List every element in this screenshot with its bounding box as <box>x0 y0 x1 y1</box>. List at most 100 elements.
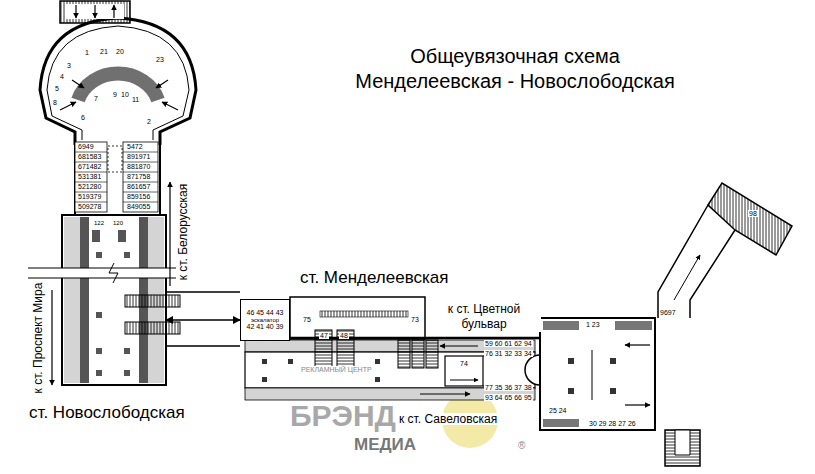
callout-number: 47 <box>319 332 329 339</box>
flow-arrow <box>625 404 650 405</box>
exit-stairs <box>665 430 700 466</box>
pillar <box>124 370 130 376</box>
callout-number: 849055 <box>126 203 151 210</box>
pillar <box>610 358 616 364</box>
station-name: ст. Менделеевская <box>300 268 449 288</box>
callout-number: 9697 <box>659 309 677 316</box>
callout-number: 881870 <box>126 163 151 170</box>
callout-number: 59 60 61 62 94 <box>484 340 533 347</box>
pillar <box>96 370 102 376</box>
station-name: ст. Новослободская <box>29 403 185 423</box>
callout-number: 509278 <box>77 203 102 210</box>
callout-number: 681583 <box>77 153 102 160</box>
service-room <box>543 419 579 427</box>
callout-number: 6949 <box>77 143 95 150</box>
pillar <box>96 312 102 318</box>
transfer-connector <box>166 319 240 320</box>
watermark: РЕКЛАМНЫЙ ЦЕНТР <box>300 366 373 373</box>
callout-number: 6 <box>80 114 86 121</box>
cell-number: 30 29 28 27 26 <box>588 420 637 427</box>
cell-grid <box>75 152 158 202</box>
entrance-ground <box>66 4 124 19</box>
flow-arrow <box>94 5 95 18</box>
break-line <box>28 268 188 278</box>
escalator-head <box>118 230 126 242</box>
escalator <box>337 330 354 368</box>
vestibule-wall <box>40 18 196 145</box>
pillar <box>568 388 574 394</box>
break-band <box>28 268 188 278</box>
callout-number: 48 <box>339 332 349 339</box>
pillar <box>124 348 130 354</box>
flow-arrow <box>156 80 168 88</box>
escalator <box>315 330 332 368</box>
callout-number: 20 <box>115 48 125 55</box>
diagram-title: Общеувязочная схема Менделеевская - Ново… <box>315 44 715 94</box>
watermark: МЕДИА <box>354 436 416 453</box>
callout-number: 3 <box>66 62 72 69</box>
callout-number: 122 <box>93 220 105 226</box>
direction-label: к ст. Савеловская <box>398 413 498 425</box>
callout-number: 859156 <box>126 193 151 200</box>
dashed-shaft <box>108 146 122 172</box>
number-cells <box>75 142 107 212</box>
flow-arrow <box>72 80 84 88</box>
callout-number: 93 64 65 66 95 <box>484 394 533 401</box>
pillar <box>610 388 616 394</box>
callout-number: 8 <box>52 99 58 106</box>
pillar <box>375 377 380 382</box>
stair-well <box>675 430 690 455</box>
corridor-wall <box>658 205 708 318</box>
flow-arrow <box>162 102 178 110</box>
track <box>64 217 80 383</box>
callout-number: 76 31 32 33 34 <box>484 350 533 357</box>
callout-number: 1 <box>84 49 90 56</box>
direction-label: к ст. Цветной бульвар <box>427 302 541 332</box>
platform-edge <box>80 217 89 383</box>
break-mark <box>109 263 118 283</box>
pillar <box>262 377 267 382</box>
flow-arrow <box>674 255 700 300</box>
escalator-head <box>92 230 100 242</box>
pillar <box>262 359 267 364</box>
transfer-box: 46 45 44 43эскалатор42 41 40 39 <box>240 299 290 341</box>
escalator-label: эскалатор <box>251 317 279 324</box>
callout-number: 519379 <box>77 193 102 200</box>
direction-arrow <box>420 393 470 394</box>
escalator-hall-arc <box>78 74 158 100</box>
service-room <box>543 321 579 330</box>
entrance-stairs <box>60 1 130 23</box>
pillar <box>288 359 293 364</box>
passage-wall <box>483 356 530 386</box>
pillar <box>124 252 130 258</box>
callout-number: 73 <box>410 316 420 323</box>
callout-number: 871758 <box>126 173 151 180</box>
flow-arrow <box>450 380 478 381</box>
callout-number: 2 <box>146 118 152 125</box>
pillar <box>568 358 574 364</box>
callout-number: 671482 <box>77 163 102 170</box>
callout-number: 120 <box>112 220 124 226</box>
number-cells <box>123 142 158 212</box>
direction-arrow <box>51 290 52 385</box>
exit-stairs <box>708 183 792 255</box>
callout-number: 98 <box>748 210 758 217</box>
callout-number: 4 <box>59 73 65 80</box>
stairs <box>412 340 424 368</box>
corridor-wall <box>690 230 735 318</box>
callout-number: 9 <box>112 91 118 98</box>
station-platform: ст. Новослободская <box>62 215 166 385</box>
escalator <box>125 295 180 307</box>
turnstile-line <box>592 350 593 400</box>
pillar <box>96 252 102 258</box>
vestibule-inner-wall <box>47 26 189 140</box>
callout-number: 74 <box>459 360 469 367</box>
station-platform: ст. Менделеевская <box>245 340 535 400</box>
direction-label: к ст. Проспект Мира <box>31 281 45 396</box>
turnstile-row <box>320 311 408 317</box>
cell-number: 46 45 44 43 <box>247 309 284 317</box>
callout-number: 521280 <box>77 183 102 190</box>
callout-number: 23 <box>155 56 165 63</box>
watermark: ® <box>518 441 525 451</box>
